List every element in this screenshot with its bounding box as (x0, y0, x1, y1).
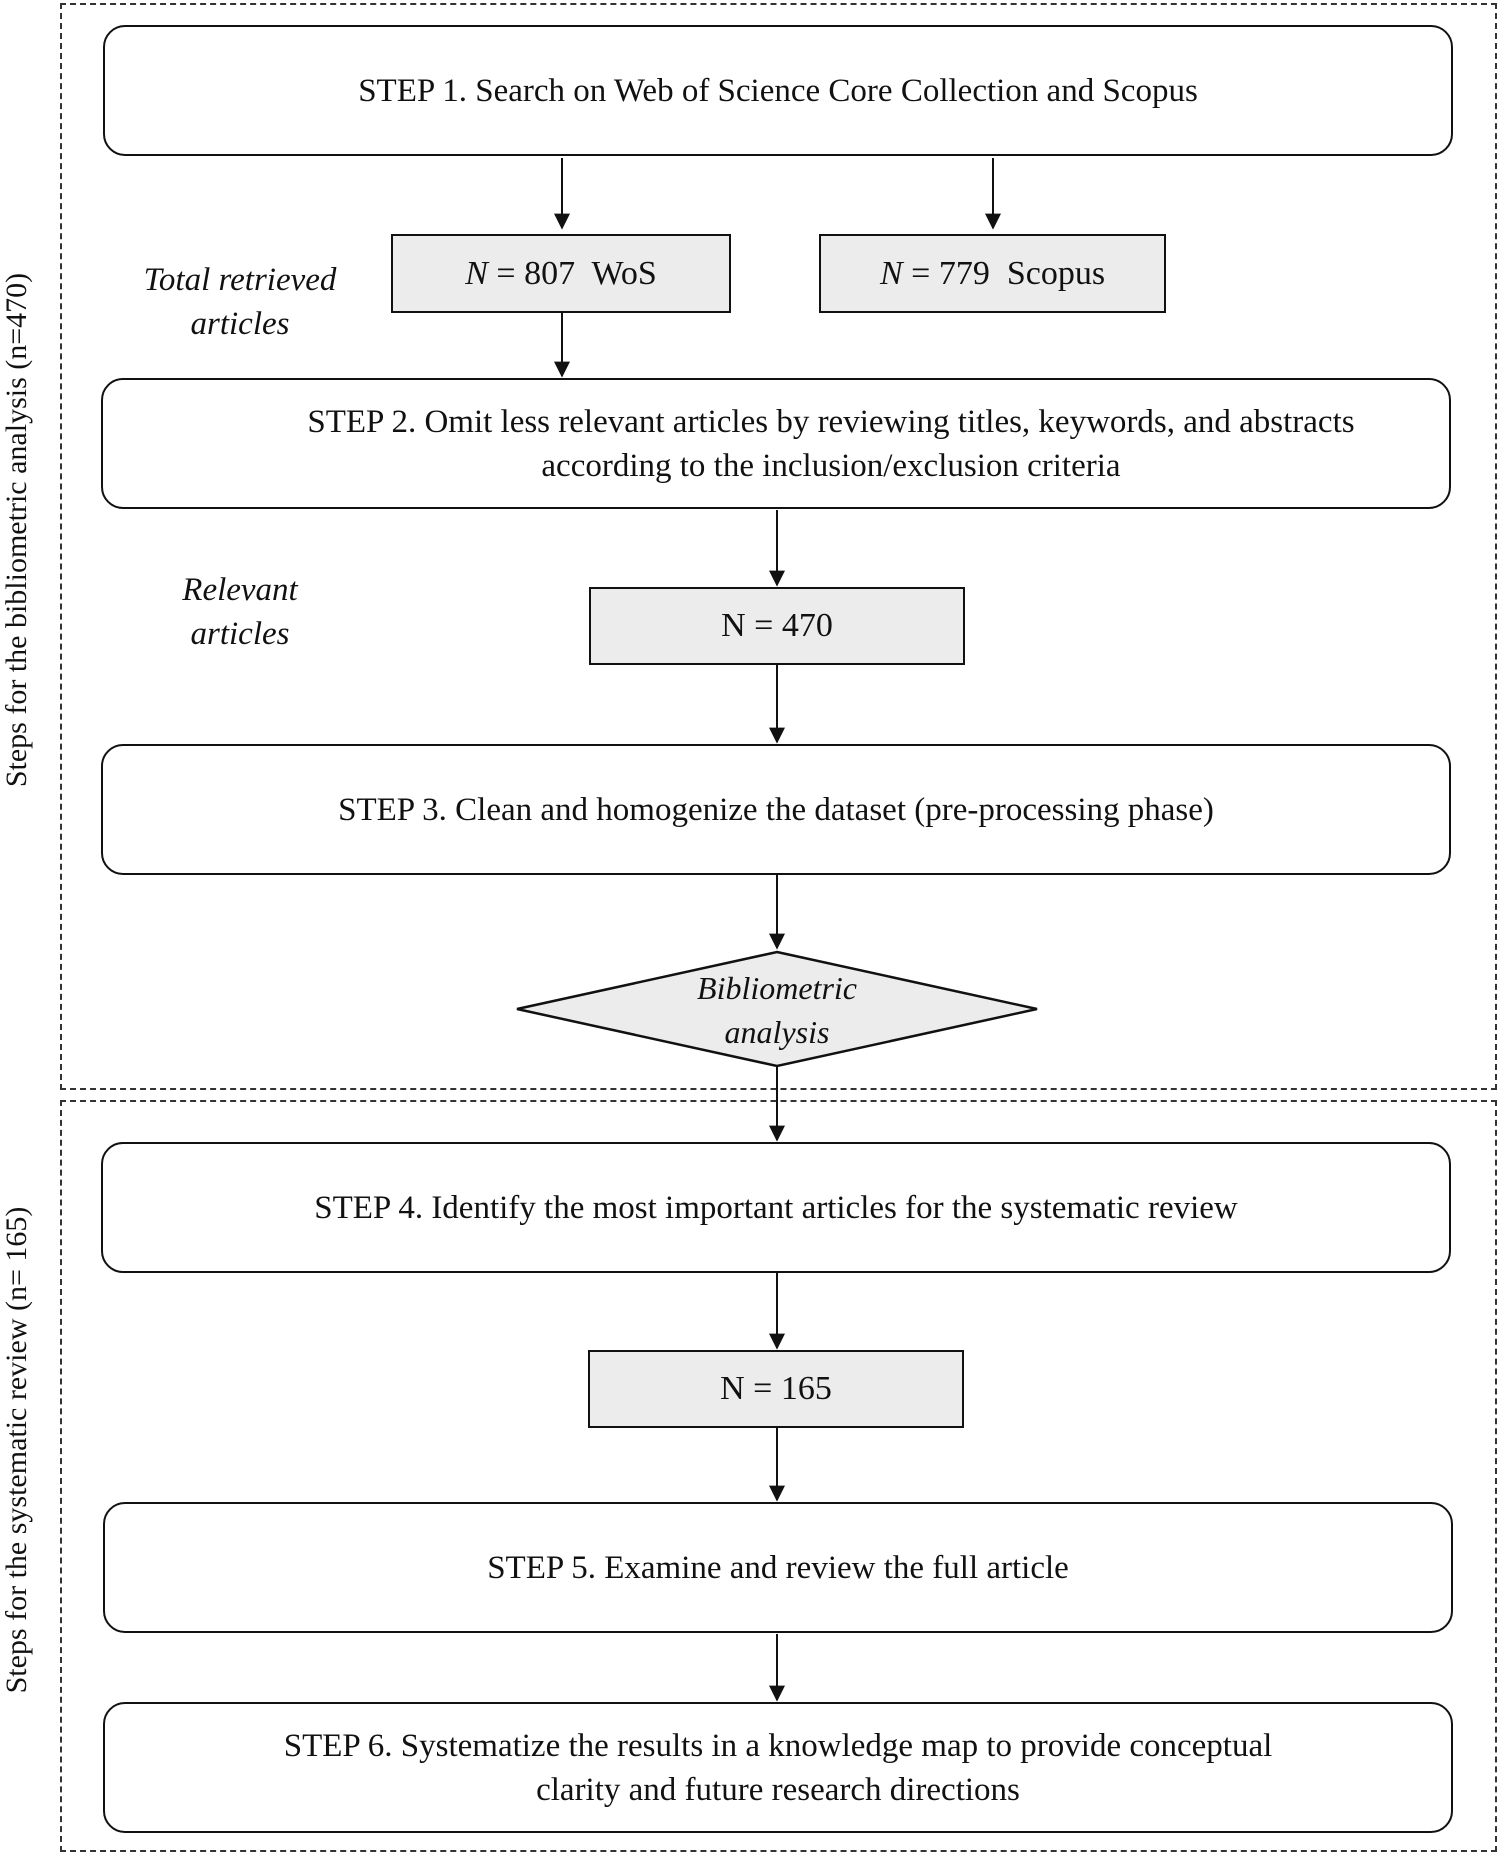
relevant-articles-line-2: articles (190, 616, 290, 652)
relevant-articles-line-1: Relevant (182, 572, 298, 608)
step-3-text: STEP 3. Clean and homogenize the dataset… (338, 791, 1214, 828)
total-retrieved-line-2: articles (190, 306, 290, 342)
step-6-line-2: clarity and future research directions (536, 1771, 1020, 1808)
step-1-text: STEP 1. Search on Web of Science Core Co… (358, 72, 1198, 109)
step-6-box: STEP 6. Systematize the results in a kno… (103, 1702, 1453, 1833)
relevant-articles-note: Relevant articles (140, 568, 340, 656)
step-2-line-2: according to the inclusion/exclusion cri… (541, 447, 1121, 484)
decision-label: Bibliometric analysis (617, 966, 937, 1054)
total-retrieved-note: Total retrieved articles (115, 258, 365, 346)
step-6-line-1: STEP 6. Systematize the results in a kno… (283, 1727, 1273, 1764)
total-retrieved-line-1: Total retrieved (143, 262, 337, 298)
wos-n-symbol: N (465, 254, 488, 292)
step-5-box: STEP 5. Examine and review the full arti… (103, 1502, 1453, 1633)
scopus-n-symbol: N (879, 254, 903, 292)
step-2-box: STEP 2. Omit less relevant articles by r… (101, 378, 1451, 509)
scopus-count-box: N = 779 Scopus (819, 234, 1166, 313)
wos-count-value: = 807 WoS (487, 254, 657, 292)
step-2-line-1: STEP 2. Omit less relevant articles by r… (307, 403, 1355, 440)
selected-count-text: N = 165 (720, 1370, 832, 1407)
decision-line-1: Bibliometric (697, 970, 857, 1006)
step-3-box: STEP 3. Clean and homogenize the dataset… (101, 744, 1451, 875)
step-4-text: STEP 4. Identify the most important arti… (314, 1189, 1238, 1226)
step-4-box: STEP 4. Identify the most important arti… (101, 1142, 1451, 1273)
wos-count-box: N = 807 WoS (391, 234, 731, 313)
selected-count-box: N = 165 (588, 1350, 964, 1428)
bibliometric-section (60, 3, 1497, 1090)
step-1-box: STEP 1. Search on Web of Science Core Co… (103, 25, 1453, 156)
relevant-count-box: N = 470 (589, 587, 965, 665)
systematic-review-section (60, 1100, 1497, 1852)
step-5-text: STEP 5. Examine and review the full arti… (487, 1549, 1069, 1586)
decision-line-2: analysis (724, 1014, 830, 1050)
relevant-count-text: N = 470 (721, 607, 833, 644)
scopus-count-value: = 779 Scopus (902, 254, 1106, 292)
